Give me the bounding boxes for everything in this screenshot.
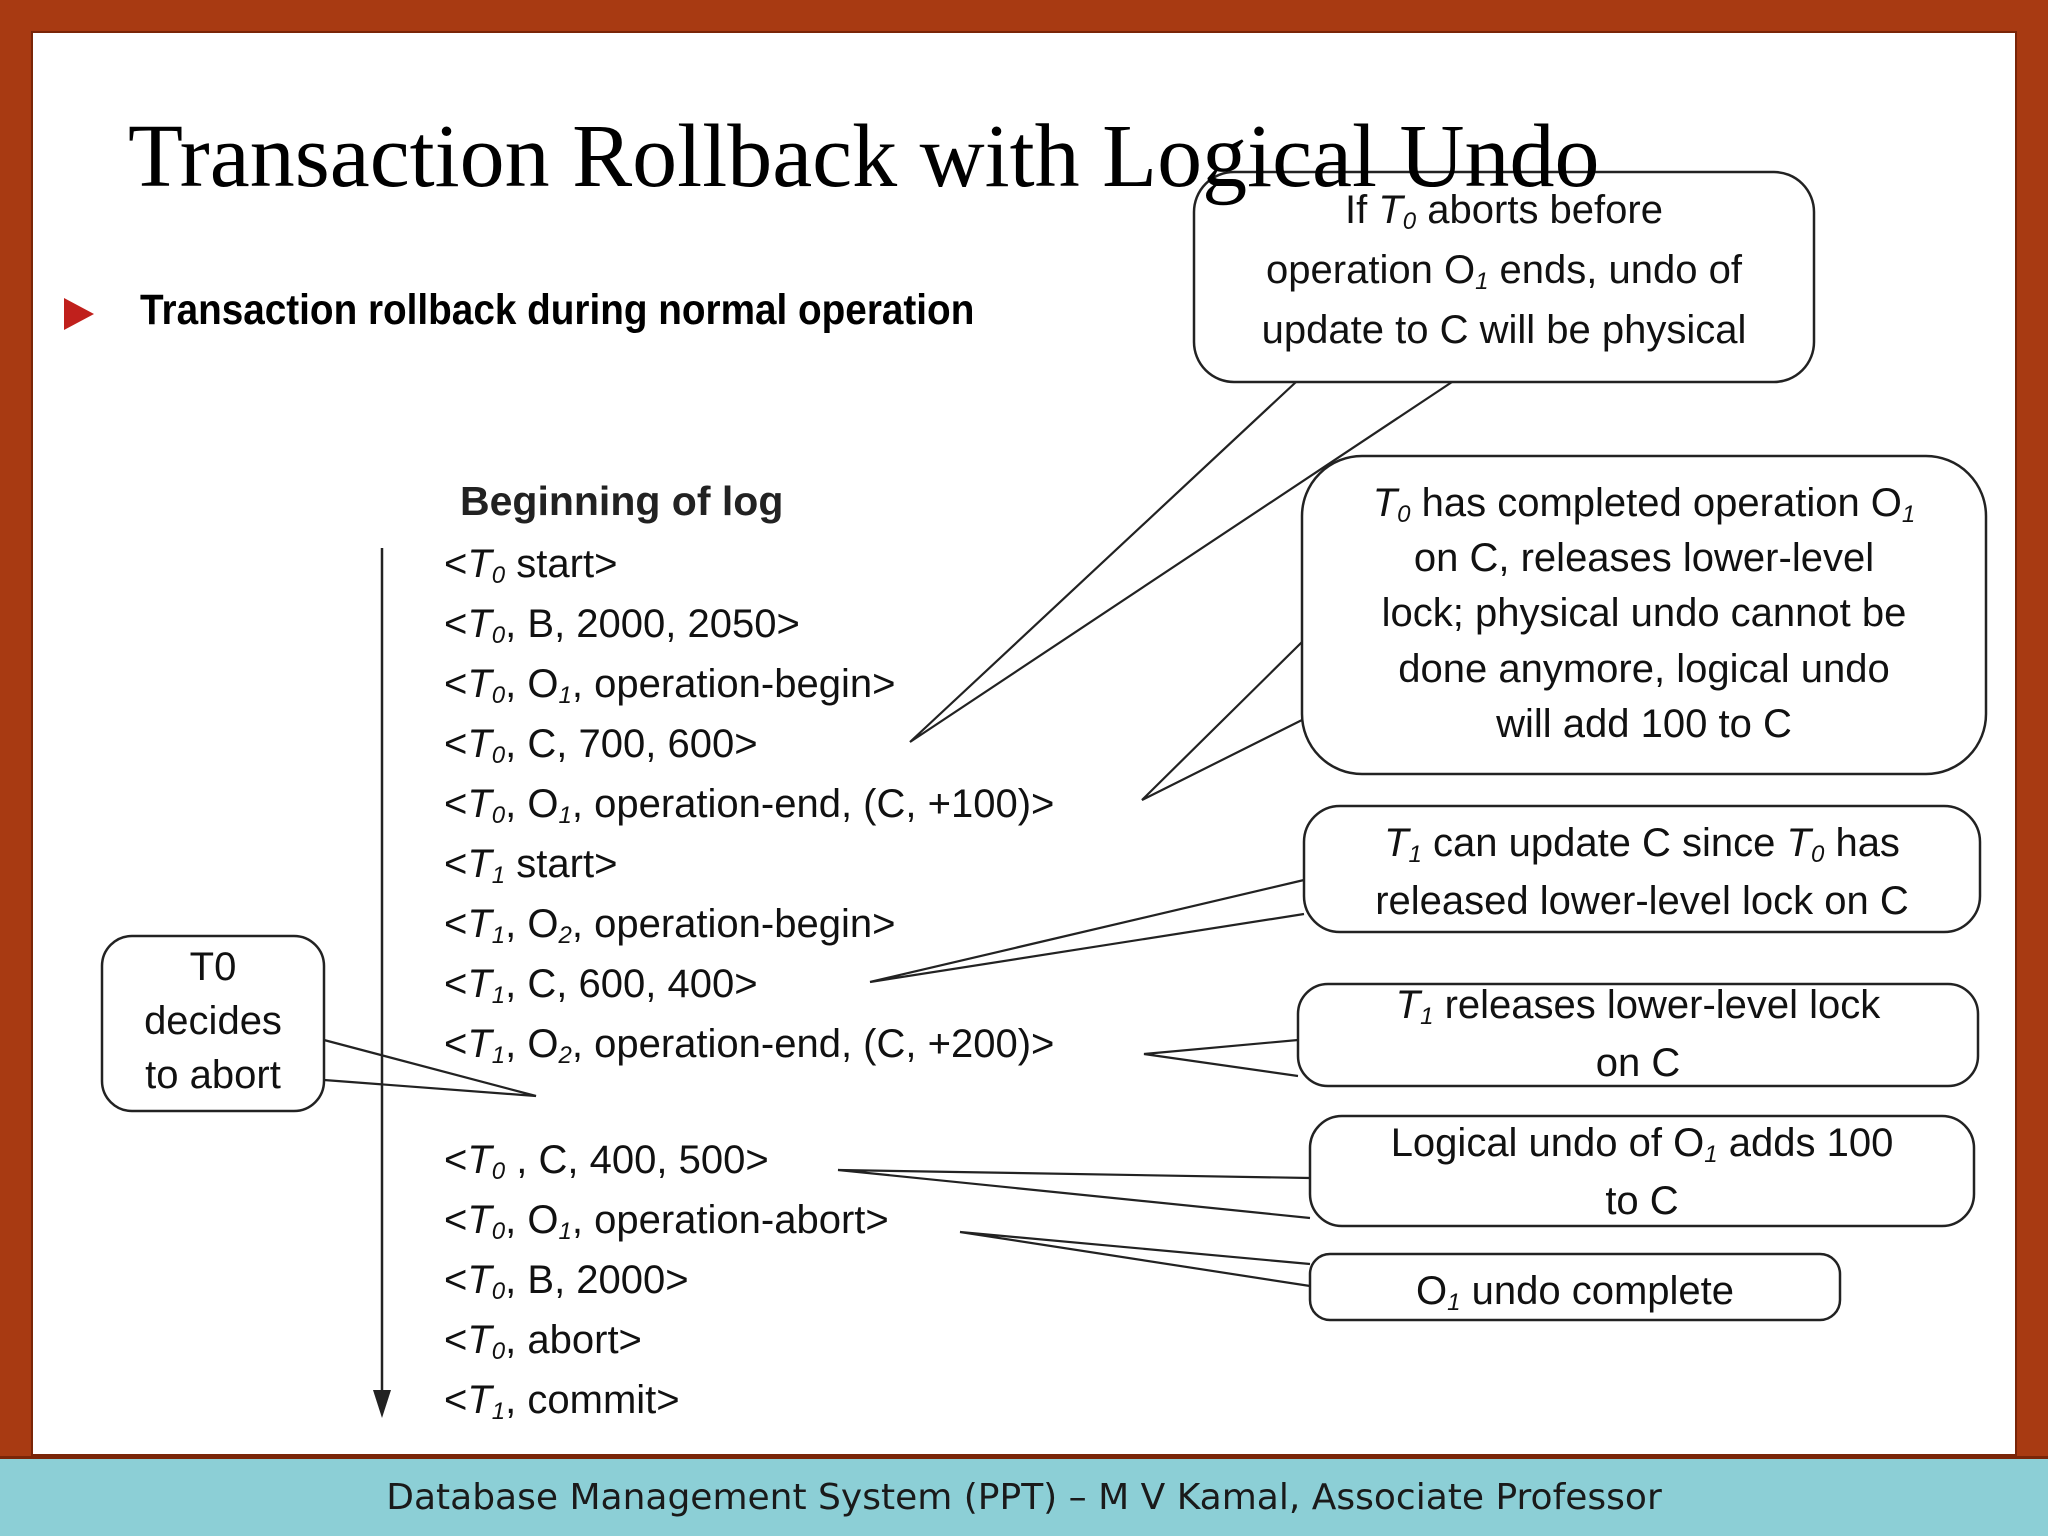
log-entry: <T0, B, 2000> — [444, 1258, 689, 1305]
log-entry: <T0, C, 700, 600> — [444, 722, 758, 769]
slide-footer: Database Management System (PPT) – M V K… — [0, 1456, 2048, 1536]
slide-title: Transaction Rollback with Logical Undo — [128, 107, 1600, 206]
log-entry: <T0 , C, 400, 500> — [444, 1138, 769, 1185]
log-entry: <T1, commit> — [444, 1378, 680, 1425]
bullet-arrow-icon — [64, 298, 94, 330]
callout-abort-before-bubble — [1192, 170, 1816, 384]
callout-decides-abort-bubble — [100, 934, 326, 1113]
callout-t1-update-bubble — [1302, 804, 1982, 934]
log-entry: <T0, B, 2000, 2050> — [444, 602, 800, 649]
log-heading: Beginning of log — [460, 478, 784, 524]
connector-abort-before — [909, 381, 1453, 743]
log-entry: <T0, O1, operation-end, (C, +100)> — [444, 782, 1055, 829]
connector-logical-undo — [837, 1168, 1311, 1220]
callout-completed-bubble — [1300, 454, 1988, 776]
callout-graphics — [100, 170, 1988, 1418]
log-time-arrow — [373, 548, 391, 1418]
log-entry: <T0, O1, operation-begin> — [444, 662, 896, 709]
slide-frame-right — [2017, 0, 2048, 1456]
slide-frame-left — [0, 0, 31, 1456]
log-entry: <T1, O2, operation-begin> — [444, 902, 896, 949]
slide-frame-top — [0, 0, 2048, 31]
connector-undo-complete — [959, 1230, 1311, 1288]
connector-decides-abort — [323, 1038, 537, 1098]
callout-undo-complete: O1 undo complete — [1416, 1269, 1734, 1316]
log-entry: <T0, abort> — [444, 1318, 642, 1365]
log-entry: <T0 start> — [444, 542, 618, 589]
log-entry: <T1 start> — [444, 842, 618, 889]
slide-content-border — [31, 31, 2017, 1456]
callout-logical-undo-bubble — [1308, 1114, 1976, 1228]
connector-t1-update — [869, 878, 1305, 984]
callout-undo-complete-bubble — [1308, 1252, 1842, 1322]
log-entry: <T1, C, 600, 400> — [444, 962, 758, 1009]
log-entry: <T1, O2, operation-end, (C, +200)> — [444, 1022, 1055, 1069]
connector-completed — [1141, 641, 1303, 801]
bullet-text: Transaction rollback during normal opera… — [140, 286, 975, 334]
connector-t1-release — [1143, 1038, 1299, 1078]
footer-text: Database Management System (PPT) – M V K… — [386, 1477, 1662, 1518]
callout-t1-release-bubble — [1296, 982, 1980, 1088]
log-entry: <T0, O1, operation-abort> — [444, 1198, 889, 1245]
